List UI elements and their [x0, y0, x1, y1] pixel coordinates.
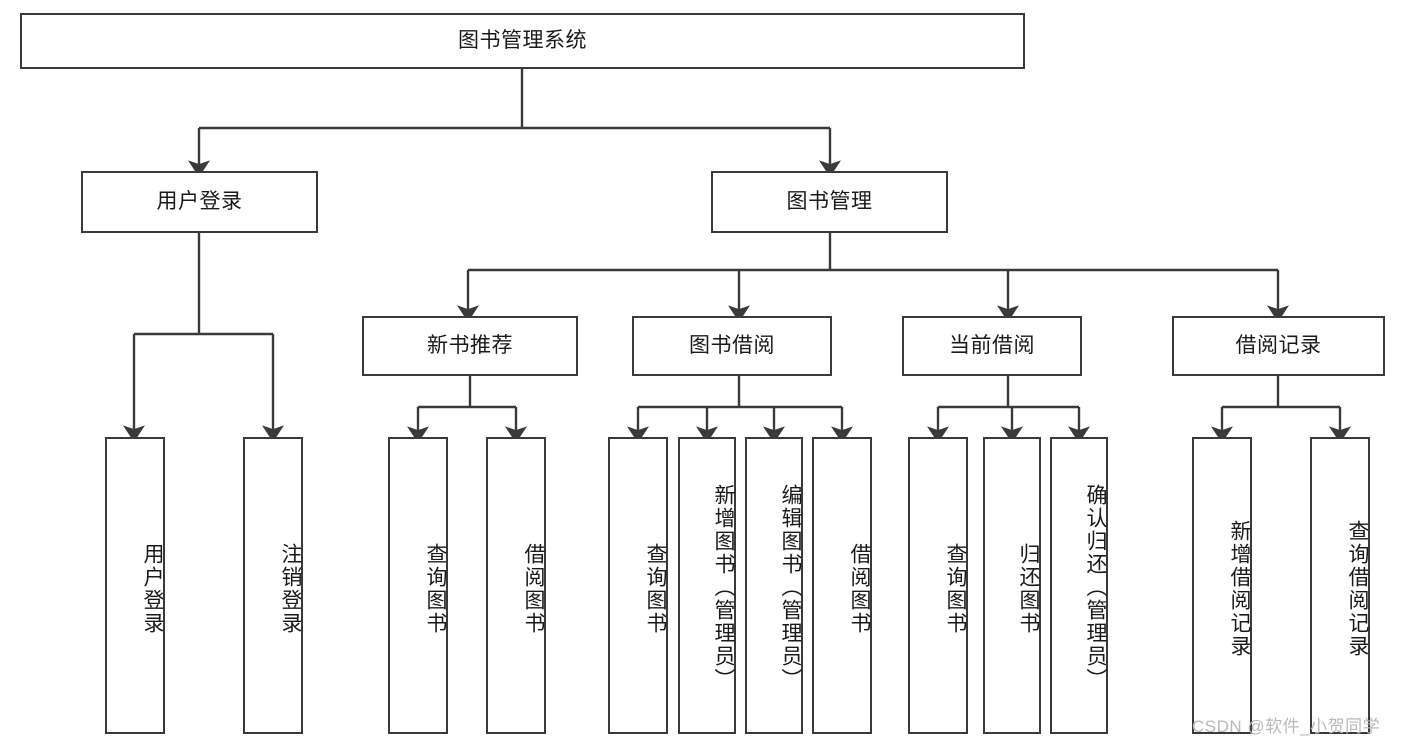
node-leaf-logout[interactable]: 注销登录	[243, 437, 303, 734]
node-current-borrow[interactable]: 当前借阅	[902, 316, 1082, 376]
node-leaf-query-borrow-record[interactable]: 查询借阅记录	[1310, 437, 1370, 734]
node-root-system[interactable]: 图书管理系统	[20, 13, 1025, 69]
node-leaf-return-book[interactable]: 归还图书	[983, 437, 1041, 734]
node-leaf-query-book-current[interactable]: 查询图书	[908, 437, 968, 734]
node-leaf-user-login[interactable]: 用户登录	[105, 437, 165, 734]
node-book-management[interactable]: 图书管理	[711, 171, 948, 233]
node-leaf-add-book-admin[interactable]: 新增图书（管理员）	[678, 437, 736, 734]
node-leaf-borrow-book[interactable]: 借阅图书	[812, 437, 872, 734]
node-user-login[interactable]: 用户登录	[81, 171, 318, 233]
csdn-watermark: CSDN @软件_小贺同学	[1192, 717, 1381, 736]
node-new-book-recommend[interactable]: 新书推荐	[362, 316, 578, 376]
node-leaf-edit-book-admin[interactable]: 编辑图书（管理员）	[745, 437, 803, 734]
node-leaf-confirm-return-admin[interactable]: 确认归还（管理员）	[1050, 437, 1108, 734]
node-leaf-query-book-borrow[interactable]: 查询图书	[608, 437, 668, 734]
node-borrow-record[interactable]: 借阅记录	[1172, 316, 1385, 376]
node-leaf-query-book-recommend[interactable]: 查询图书	[388, 437, 448, 734]
node-leaf-borrow-book-recommend[interactable]: 借阅图书	[486, 437, 546, 734]
node-book-borrow[interactable]: 图书借阅	[632, 316, 832, 376]
node-leaf-add-borrow-record[interactable]: 新增借阅记录	[1192, 437, 1252, 734]
